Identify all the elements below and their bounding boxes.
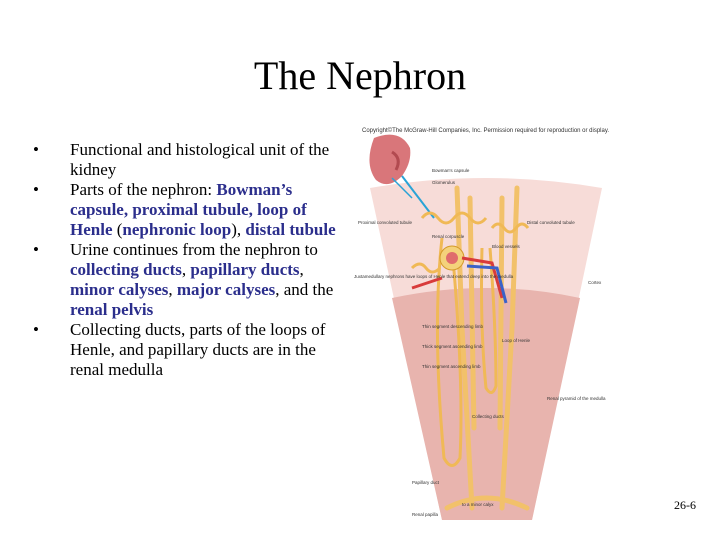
label-renal-papilla: Renal papilla <box>412 512 439 517</box>
bullet-segment: Functional and histological unit of the … <box>70 140 330 179</box>
key-term: nephronic loop <box>122 220 232 239</box>
label-renal-pyramid: Renal pyramid of the medulla <box>547 396 606 401</box>
glomerulus <box>446 252 458 264</box>
label-glomerulus: Glomerulus <box>432 180 456 185</box>
bullet-segment: , <box>181 260 191 279</box>
bullet-dot: • <box>33 140 39 159</box>
bullet-segment: Parts of the nephron: <box>70 180 217 199</box>
bullet-dot: • <box>33 320 39 339</box>
bullet-item: • Parts of the nephron: Bowman’s capsule,… <box>30 180 340 240</box>
bullet-segment: ), <box>231 220 246 239</box>
kidney-thumbnail-icon <box>369 134 435 219</box>
bullet-dot: • <box>33 240 39 259</box>
label-cortex: Cortex <box>588 280 602 285</box>
convoluted-tubules <box>410 211 530 274</box>
bullet-segment: Urine continues from the nephron to <box>70 240 318 259</box>
bullet-item: • Functional and histological unit of the… <box>30 140 340 180</box>
loop-of-henle <box>435 237 498 467</box>
bullet-segment: Collecting ducts, parts of the loops of … <box>70 320 326 379</box>
bullet-segment: ( <box>112 220 123 239</box>
label-papillary-duct: Papillary duct <box>412 480 440 485</box>
key-term: renal pelvis <box>70 300 154 319</box>
blood-vessels <box>411 256 508 304</box>
bullet-text: Parts of the nephron: Bowman’s capsule, … <box>70 180 336 239</box>
bullet-segment: , <box>299 260 304 279</box>
label-loop-of-henle: Loop of Henle <box>502 338 531 343</box>
collecting-ducts <box>444 185 530 511</box>
bullet-dot: • <box>33 180 39 199</box>
label-proximal: Proximal convoluted tubule <box>358 220 413 225</box>
label-juxtamedullary: Juxtamedullary nephrons have loops of He… <box>354 274 514 279</box>
key-term: collecting ducts <box>70 260 182 279</box>
bullet-segment: , <box>168 280 177 299</box>
label-bowmans: Bowman's capsule <box>432 168 470 173</box>
medulla-region <box>392 288 580 520</box>
key-term: distal tubule <box>245 220 336 239</box>
bullet-list: • Functional and histological unit of the… <box>30 140 340 380</box>
label-thin-ascending: Thin segment ascending limb <box>422 364 481 369</box>
nephron-illustration: Bowman's capsule Glomerulus Renal corpus… <box>354 134 606 520</box>
slide-number: 26-6 <box>674 498 696 512</box>
label-thin-descending: Thin segment descending limb <box>422 324 484 329</box>
label-blood-vessels: Blood vessels <box>492 244 521 249</box>
label-renal-corpuscle: Renal corpuscle <box>432 234 465 239</box>
figure-copyright: Copyright©The McGraw-Hill Companies, Inc… <box>362 128 610 134</box>
bullet-segment: , and the <box>275 280 334 299</box>
label-thick-ascending: Thick segment ascending limb <box>422 344 483 349</box>
label-minor-calyx: to a minor calyx <box>462 502 494 507</box>
label-distal: Distal convoluted tubule <box>527 220 575 225</box>
slide-title: The Nephron <box>253 53 467 98</box>
bullet-text: Urine continues from the nephron to coll… <box>70 240 333 319</box>
key-term: minor calyses <box>70 280 169 299</box>
key-term: major calyses <box>176 280 276 299</box>
key-term: papillary ducts <box>190 260 300 279</box>
bullet-text: Functional and histological unit of the … <box>70 140 329 179</box>
bullet-item: • Urine continues from the nephron to col… <box>30 240 340 320</box>
key-term: Bowman’s capsule, proximal tubule, loop … <box>70 180 307 239</box>
bullet-text: Collecting ducts, parts of the loops of … <box>70 320 325 379</box>
label-collecting-duct: Collecting ducts <box>472 414 505 419</box>
bullet-item: • Collecting ducts, parts of the loops of… <box>30 320 340 380</box>
